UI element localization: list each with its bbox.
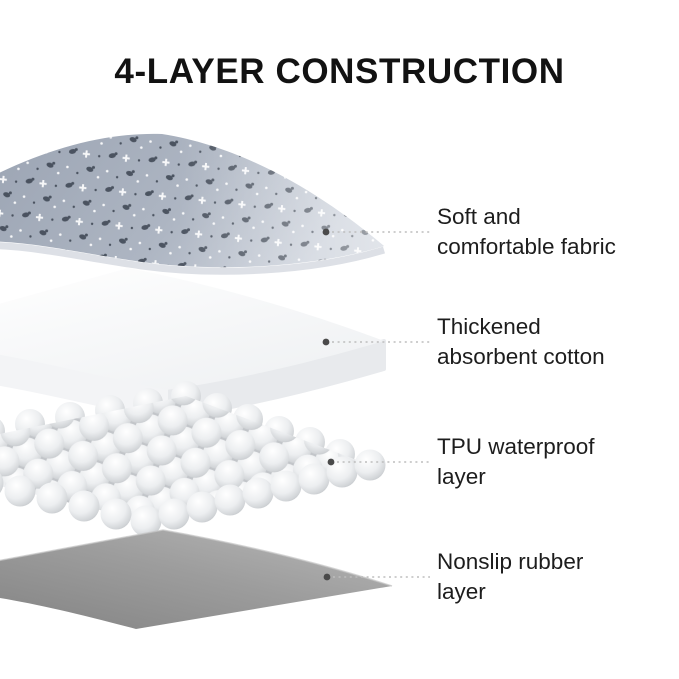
callout-tpu: TPU waterproof layer: [437, 432, 595, 492]
callout-fabric-line2: comfortable fabric: [437, 234, 616, 259]
dot-rubber: [323, 573, 331, 581]
tpu-layer: [0, 381, 386, 537]
dot-cotton: [322, 338, 330, 346]
callout-dots: [322, 228, 335, 581]
callout-cotton-line1: Thickened: [437, 314, 541, 339]
callout-rubber-line1: Nonslip rubber: [437, 549, 584, 574]
dot-tpu: [327, 458, 335, 466]
callout-fabric-line1: Soft and: [437, 204, 521, 229]
callout-tpu-line1: TPU waterproof: [437, 434, 595, 459]
callout-cotton: Thickened absorbent cotton: [437, 312, 605, 372]
tpu-front-bubbles: [0, 449, 386, 537]
callout-cotton-line2: absorbent cotton: [437, 344, 605, 369]
callout-fabric: Soft and comfortable fabric: [437, 202, 616, 262]
callout-rubber: Nonslip rubber layer: [437, 547, 583, 607]
leader-lines: [332, 231, 430, 578]
fabric-layer: [0, 133, 386, 275]
dot-fabric: [322, 228, 330, 236]
callout-tpu-line2: layer: [437, 464, 486, 489]
page-title: 4-LAYER CONSTRUCTION: [114, 52, 565, 91]
callout-rubber-line2: layer: [437, 579, 486, 604]
rubber-layer: [0, 529, 393, 629]
